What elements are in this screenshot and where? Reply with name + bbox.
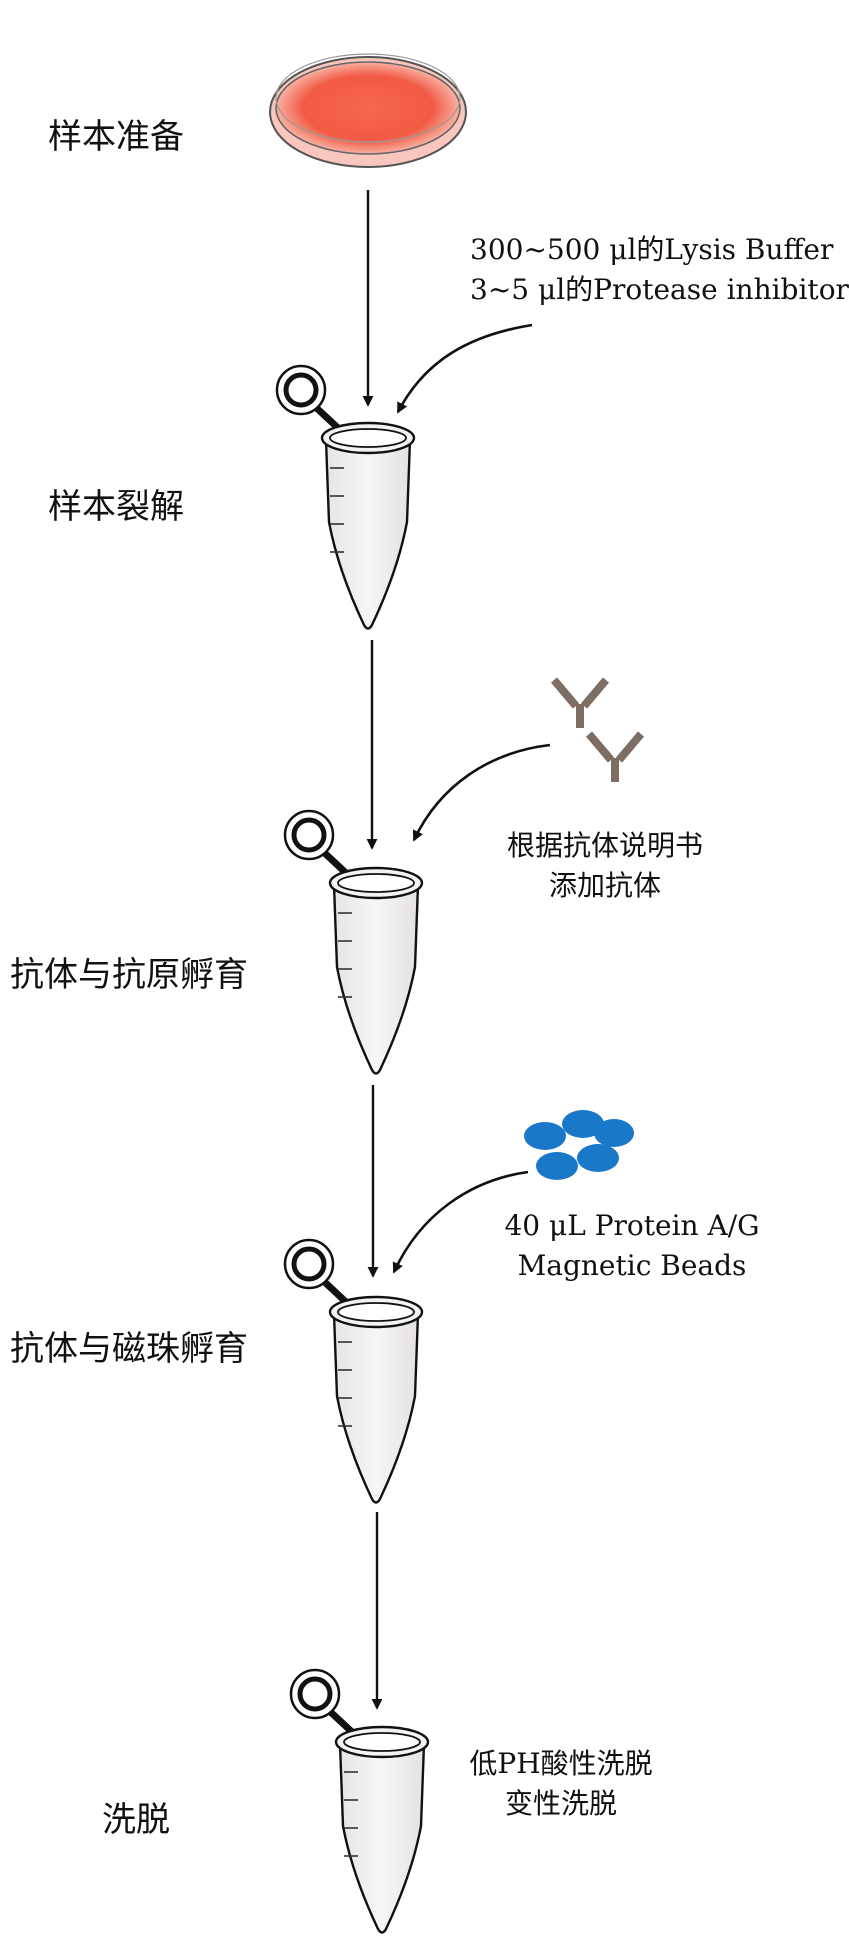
beads-note-line2: Magnetic Beads (517, 1249, 747, 1282)
step-label-sample-preparation: 样本准备 (48, 117, 184, 157)
flow-arrows (362, 190, 383, 1710)
antibody-note-line2: 添加抗体 (548, 869, 661, 902)
step-label-sample-lysis: 样本裂解 (48, 487, 184, 527)
lysis-reagent-note: 300~500 μl的Lysis Buffer 3~5 μl的Protease … (470, 230, 849, 310)
addition-arrows (392, 323, 551, 1274)
protease-inhibitor-line: 3~5 μl的Protease inhibitor (470, 273, 849, 306)
workflow-graphics (269, 53, 645, 1934)
microcentrifuge-tube-icon (275, 364, 416, 630)
beads-note: 40 μL Protein A/G Magnetic Beads (494, 1206, 770, 1286)
microcentrifuge-tube-icon (283, 809, 424, 1075)
beads-addition-arrow (392, 1170, 529, 1274)
lysis-buffer-line: 300~500 μl的Lysis Buffer (470, 233, 834, 266)
antibody-note-line1: 根据抗体说明书 (506, 829, 703, 862)
antibody-note: 根据抗体说明书 添加抗体 (490, 826, 720, 906)
antibody-icon (550, 677, 645, 782)
elution-note-line2: 变性洗脱 (504, 1787, 617, 1820)
petri-dish-icon (269, 53, 467, 168)
ip-workflow-diagram: 样本准备 样本裂解 抗体与抗原孵育 抗体与磁珠孵育 洗脱 300~500 μl的… (10, 53, 849, 1934)
step-label-elution: 洗脱 (102, 1800, 170, 1840)
step-label-antibody-bead-incubation: 抗体与磁珠孵育 (10, 1329, 248, 1369)
elution-note-line1: 低PH酸性洗脱 (469, 1747, 653, 1780)
antibody-addition-arrow (412, 743, 551, 842)
beads-note-line1: 40 μL Protein A/G (504, 1209, 760, 1242)
elution-note: 低PH酸性洗脱 变性洗脱 (456, 1744, 666, 1824)
magnetic-beads-icon (524, 1110, 634, 1180)
microcentrifuge-tube-icon (289, 1668, 430, 1934)
microcentrifuge-tube-icon (283, 1238, 424, 1504)
lysis-addition-arrow (396, 323, 533, 414)
step-label-antibody-antigen-incubation: 抗体与抗原孵育 (10, 955, 248, 995)
